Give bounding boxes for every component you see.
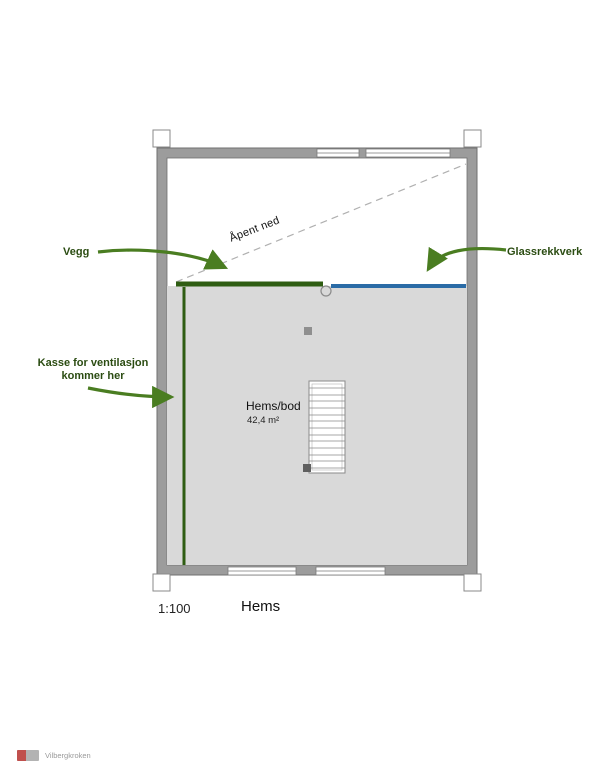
column-post bbox=[304, 327, 312, 335]
kasse-annotation: Kasse for ventilasjon kommer her bbox=[28, 357, 158, 383]
room-area-label: 42,4 m² bbox=[247, 415, 280, 426]
footer-brand-label: Vilbergkroken bbox=[45, 751, 91, 760]
window-top-2 bbox=[365, 148, 451, 158]
kasse-annotation-line1: Kasse for ventilasjon bbox=[37, 357, 149, 369]
window-bottom-2 bbox=[315, 566, 386, 576]
window-bottom-1 bbox=[227, 566, 297, 576]
kasse-arrow bbox=[87, 385, 175, 409]
corner-post-top-left bbox=[152, 129, 171, 148]
vegg-annotation: Vegg bbox=[63, 246, 90, 258]
stair-newel-post bbox=[303, 464, 311, 472]
corner-post-bottom-right bbox=[463, 573, 482, 592]
sheet-title: Hems bbox=[241, 598, 281, 615]
stair bbox=[303, 380, 346, 474]
footer-logo-accent bbox=[17, 750, 26, 761]
glassrekkverk-arrow bbox=[426, 246, 507, 272]
kasse-annotation-line2: kommer her bbox=[61, 370, 125, 382]
window-top-1 bbox=[316, 148, 360, 158]
vegg-arrow bbox=[97, 248, 229, 270]
footer-logo bbox=[17, 750, 39, 761]
scale-label: 1:100 bbox=[158, 601, 191, 616]
corner-post-bottom-left bbox=[152, 573, 171, 592]
glassrekkverk-annotation: Glassrekkverk bbox=[507, 246, 583, 258]
corner-post-top-right bbox=[463, 129, 482, 148]
hinge-symbol bbox=[320, 285, 332, 297]
room-name-label: Hems/bod bbox=[246, 399, 301, 413]
